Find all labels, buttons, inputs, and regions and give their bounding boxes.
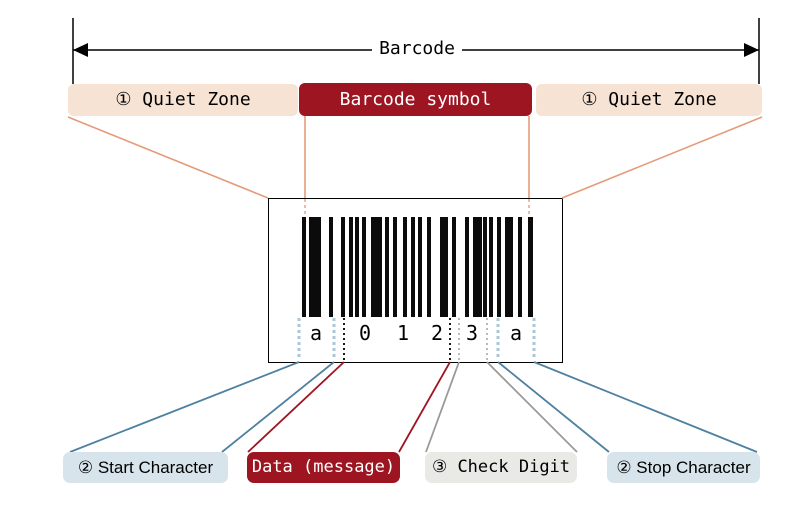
barcode-bar bbox=[483, 217, 487, 317]
barcode-bar bbox=[341, 217, 345, 317]
stop-character-label: ② Stop Character bbox=[607, 452, 760, 483]
barcode-bar bbox=[440, 217, 448, 317]
barcode-bar bbox=[385, 217, 389, 317]
quiet-zone-left-label: ① Quiet Zone bbox=[68, 84, 298, 116]
barcode-bar bbox=[403, 217, 407, 317]
barcode-bar bbox=[302, 217, 306, 317]
barcode-bar bbox=[411, 217, 415, 317]
barcode-bar bbox=[349, 217, 353, 317]
arrowhead-right-icon bbox=[744, 43, 759, 57]
start-character-label: ② Start Character bbox=[63, 452, 228, 483]
barcode-bar bbox=[473, 217, 482, 317]
zone-leader-line bbox=[67, 116, 269, 199]
barcode-bar bbox=[465, 217, 469, 317]
zone-leader-line bbox=[561, 116, 763, 199]
barcode-bar bbox=[371, 217, 382, 317]
barcode-bar bbox=[497, 217, 501, 317]
barcode-span-label: Barcode bbox=[372, 36, 462, 62]
barcode-character: a bbox=[309, 321, 323, 345]
quiet-zone-right-label: ① Quiet Zone bbox=[536, 84, 762, 116]
barcode-bar bbox=[528, 217, 533, 317]
barcode-symbol-label: Barcode symbol bbox=[299, 83, 532, 116]
callout-leader-line-blue bbox=[69, 361, 300, 453]
data-message-label: Data (message) bbox=[247, 452, 400, 483]
callout-leader-line-gray bbox=[425, 361, 460, 453]
barcode-character: 2 bbox=[430, 321, 444, 345]
barcode-bar bbox=[393, 217, 397, 317]
callout-leader-line-red bbox=[247, 361, 345, 453]
barcode-character: 0 bbox=[358, 321, 372, 345]
barcode-bar bbox=[355, 217, 359, 317]
barcode-bar bbox=[518, 217, 522, 317]
barcode-bar bbox=[452, 217, 456, 317]
barcode-character: 1 bbox=[396, 321, 410, 345]
barcode-bar bbox=[362, 217, 366, 317]
callout-leader-line-blue bbox=[497, 361, 610, 453]
callout-leader-line-gray bbox=[486, 361, 578, 453]
barcode-bar bbox=[489, 217, 493, 317]
barcode-character: 3 bbox=[465, 321, 479, 345]
callout-leader-line-red bbox=[398, 361, 451, 453]
barcode-bar bbox=[505, 217, 513, 317]
barcode-bar bbox=[427, 217, 431, 317]
barcode-bar bbox=[418, 217, 422, 317]
barcode-bar bbox=[329, 217, 333, 317]
callout-leader-line-blue bbox=[533, 361, 758, 453]
barcode-character: a bbox=[509, 321, 523, 345]
barcode-bar bbox=[309, 217, 321, 317]
check-digit-label: ③ Check Digit bbox=[425, 452, 577, 483]
arrowhead-left-icon bbox=[73, 43, 88, 57]
callout-leader-line-blue bbox=[221, 361, 335, 453]
